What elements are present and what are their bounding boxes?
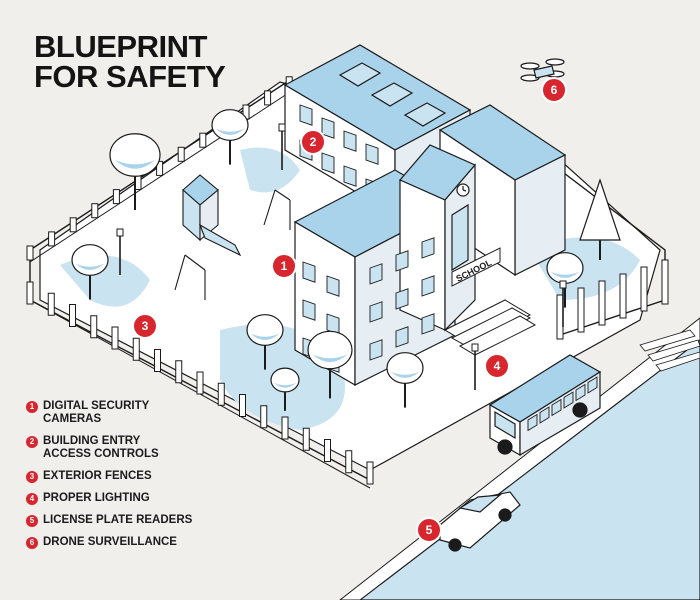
legend-number-badge: 6	[26, 537, 38, 549]
legend-number-badge: 1	[26, 401, 38, 413]
marker-number: 3	[142, 319, 149, 333]
front-stairs	[443, 299, 537, 356]
crosswalk	[639, 329, 700, 372]
playground-icon	[174, 174, 291, 300]
legend-label: DIGITAL SECURITY CAMERAS	[43, 400, 150, 425]
school-sign: SCHOOL	[451, 247, 501, 287]
marker-6: 6	[541, 77, 567, 103]
car-icon	[439, 491, 521, 552]
marker-2: 2	[300, 129, 326, 155]
legend-label: EXTERIOR FENCES	[43, 470, 152, 482]
marker-number: 6	[551, 83, 558, 97]
trees	[71, 109, 621, 411]
drone-icon	[520, 58, 565, 82]
legend-label: DRONE SURVEILLANCE	[43, 536, 177, 548]
legend-number-badge: 5	[26, 515, 38, 527]
legend-number-badge: 3	[26, 471, 38, 483]
marker-3: 3	[132, 313, 158, 339]
marker-number: 5	[426, 523, 433, 537]
marker-number: 2	[310, 135, 317, 149]
legend-item: 2 BUILDING ENTRY ACCESS CONTROLS	[26, 435, 226, 461]
marker-number: 4	[494, 359, 501, 373]
marker-number: 1	[281, 259, 288, 273]
title-line-1: BLUEPRINT	[34, 29, 207, 64]
lamp-posts	[116, 123, 567, 390]
clock-tower	[399, 144, 476, 332]
title-line-2: FOR SAFETY	[34, 59, 226, 94]
legend-number-badge: 4	[26, 493, 38, 505]
marker-1: 1	[271, 253, 297, 279]
marker-4: 4	[484, 353, 510, 379]
legend-label: PROPER LIGHTING	[43, 492, 150, 504]
legend-number-badge: 2	[26, 436, 38, 448]
legend-item: 5 LICENSE PLATE READERS	[26, 514, 226, 527]
legend-label: BUILDING ENTRY ACCESS CONTROLS	[43, 435, 159, 460]
school-right-wing	[438, 104, 567, 277]
marker-5: 5	[416, 517, 442, 543]
back-wing-windows	[299, 104, 379, 200]
legend-item: 1 DIGITAL SECURITY CAMERAS	[26, 400, 226, 426]
legend-item: 4 PROPER LIGHTING	[26, 492, 226, 505]
bus-windows	[527, 376, 598, 432]
legend-label: LICENSE PLATE READERS	[43, 514, 193, 526]
legend-item: 3 EXTERIOR FENCES	[26, 470, 226, 483]
snow-patch	[240, 147, 300, 193]
map-markers: 1 2 3 4 5 6	[132, 77, 567, 543]
legend: 1 DIGITAL SECURITY CAMERAS 2 BUILDING EN…	[26, 400, 226, 558]
page-title: BLUEPRINT FOR SAFETY	[34, 29, 226, 94]
legend-item: 6 DRONE SURVEILLANCE	[26, 536, 226, 549]
